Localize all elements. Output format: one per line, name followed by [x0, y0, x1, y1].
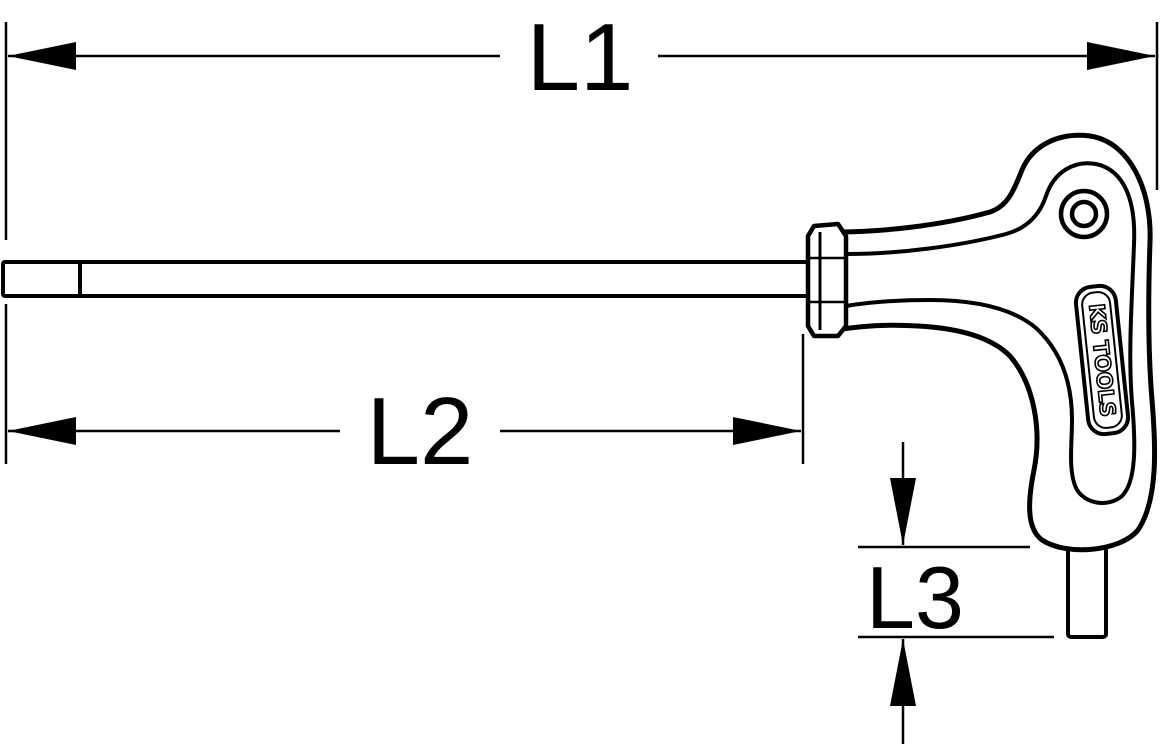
- l2-label: L2: [367, 378, 474, 485]
- l3-arrowhead-top: [890, 478, 916, 545]
- dimension-l3: L3: [858, 442, 1054, 744]
- dimension-l2: L2: [4, 304, 805, 485]
- l3-label: L3: [866, 548, 964, 647]
- hex-shaft: [1, 260, 815, 298]
- l1-label: L1: [527, 4, 634, 111]
- dimension-l1: L1: [4, 4, 1159, 240]
- handle-inner-grip: [844, 161, 1137, 505]
- t-handle: [805, 132, 1158, 553]
- handle-hole-inner: [1069, 199, 1099, 229]
- l1-arrowhead-right: [1087, 42, 1155, 70]
- l2-arrowhead-left: [8, 417, 76, 445]
- shaft-body: [1, 260, 815, 298]
- l2-arrowhead-right: [733, 417, 801, 445]
- l1-arrowhead-left: [8, 42, 76, 70]
- l3-arrowhead-bottom: [890, 639, 916, 706]
- logo-badge-inner: [1081, 291, 1123, 429]
- handle-ferrule: [805, 221, 849, 339]
